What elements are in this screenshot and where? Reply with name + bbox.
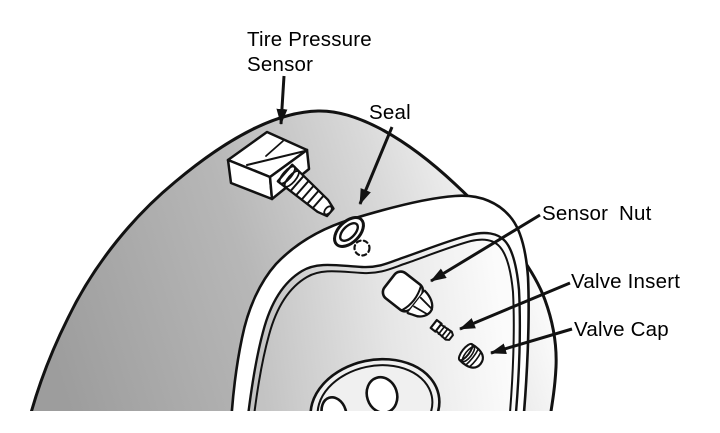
lug-hole [365, 375, 399, 411]
rim-dish-inner-line [253, 238, 515, 411]
arrow-sensor-nut [430, 213, 541, 283]
arrow-valve-insert [459, 281, 571, 331]
sensor-nut-part [381, 270, 434, 318]
label-sensor-nut: Sensor Nut [542, 202, 652, 225]
label-tire-pressure-sensor: Tire Pressure Sensor [247, 28, 372, 76]
label-seal: Seal [369, 101, 411, 124]
valve-cap-part [457, 342, 485, 369]
label-valve-insert: Valve Insert [571, 270, 681, 293]
arrow-seal [358, 126, 394, 205]
arrow-valve-cap [490, 327, 573, 355]
arrow-tire-pressure-sensor [276, 75, 288, 125]
lug-hole [320, 396, 348, 411]
tire-pressure-sensor-part [226, 130, 335, 218]
label-valve-cap: Valve Cap [574, 318, 669, 341]
valve-hole-dashed-circle [353, 239, 371, 257]
rim-dish [247, 231, 521, 411]
valve-insert-part [429, 318, 454, 341]
sensor-valve-stem [276, 163, 335, 218]
wheel-hub [309, 357, 441, 411]
leader-arrows [276, 75, 573, 355]
seal-ring [333, 216, 365, 248]
